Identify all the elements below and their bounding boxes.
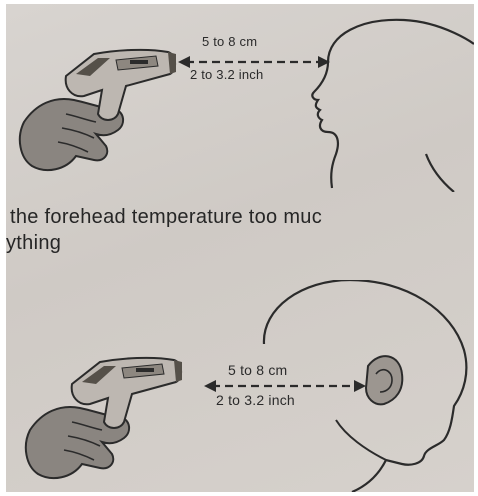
distance-arrow [204, 380, 366, 392]
ear-distance-inch: 2 to 3.2 inch [216, 392, 295, 408]
caption-line-2: ything [6, 232, 62, 254]
hand-icon [24, 406, 130, 480]
infrared-thermometer-icon [64, 48, 176, 121]
forehead-illustration [18, 18, 474, 192]
forehead-distance-inch: 2 to 3.2 inch [190, 67, 264, 82]
distance-arrow [178, 56, 330, 68]
head-profile-icon [311, 18, 474, 192]
ear-distance-cm: 5 to 8 cm [228, 362, 288, 378]
forehead-distance-cm: 5 to 8 cm [202, 34, 258, 49]
caption-line-1: the forehead temperature too muc [10, 206, 323, 228]
ear-illustration [24, 280, 468, 492]
forehead-measurement-figure: 5 to 8 cm 2 to 3.2 inch [6, 4, 474, 192]
manual-page: 5 to 8 cm 2 to 3.2 inch the forehead tem… [6, 4, 474, 492]
ear-measurement-figure: 5 to 8 cm 2 to 3.2 inch [6, 280, 474, 492]
head-profile-icon [262, 280, 468, 492]
ear-icon [364, 355, 404, 406]
hand-icon [18, 98, 124, 172]
infrared-thermometer-icon [70, 356, 182, 429]
